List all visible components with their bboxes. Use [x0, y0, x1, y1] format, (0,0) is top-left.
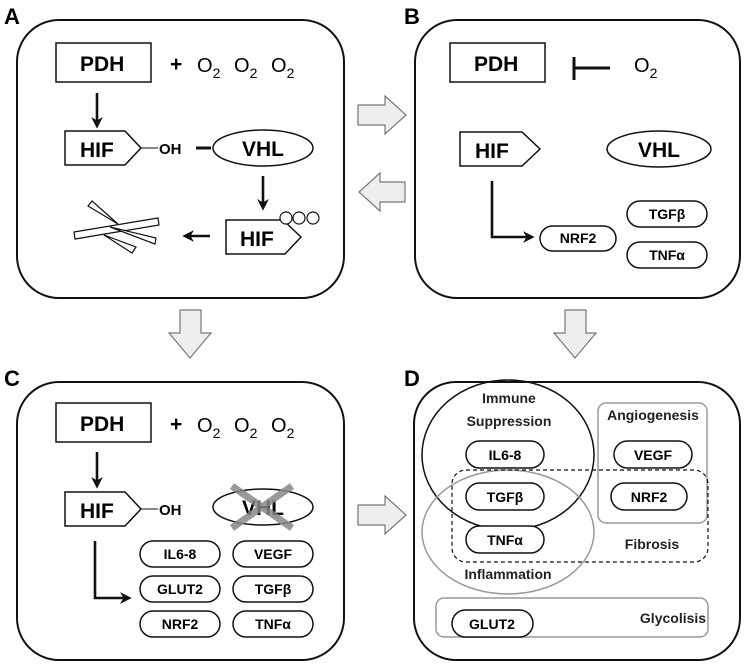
panel-label-b: B [404, 4, 420, 29]
gene-pill-il6-8: IL6-8 [465, 440, 545, 469]
gene-pill-vegf: VEGF [613, 440, 693, 469]
gene-pill: TNFα [626, 241, 708, 269]
svg-text:O2: O2 [271, 55, 295, 81]
panel-d: D Immune Suppression Angiogenesis Fibros… [404, 366, 741, 661]
ubiquitin-circles-icon [279, 211, 320, 225]
degradation-fragments-icon [73, 200, 160, 254]
transition-arrow-right-icon [357, 94, 407, 136]
transition-arrow-right-icon [357, 494, 407, 536]
immune-label: Immune [482, 390, 536, 406]
transcription-arrow-icon [490, 181, 535, 243]
pdh-box [55, 402, 152, 443]
panel-label-c: C [4, 366, 20, 391]
oxygen-molecules: O2 O2 O2 [197, 55, 295, 81]
oxygen-molecule: O2 [634, 55, 658, 81]
vhl-ellipse [606, 130, 712, 168]
angiogenesis-group [597, 402, 708, 524]
oh-label: OH [159, 141, 182, 158]
panel-label-d: D [404, 366, 420, 391]
fibrosis-group [451, 469, 709, 563]
hif-label: HIF [80, 139, 114, 162]
hif-shape [64, 491, 143, 527]
oxygen-molecules: O2 O2 O2 [197, 415, 295, 441]
svg-text:TGFβ: TGFβ [649, 206, 686, 222]
svg-text:TGFβ: TGFβ [487, 489, 524, 505]
svg-text:GLUT2: GLUT2 [469, 616, 515, 632]
transition-arrow-down-icon [167, 309, 213, 359]
svg-text:O2: O2 [234, 415, 258, 441]
transcription-arrow-icon [93, 541, 132, 604]
gene-pill: GLUT2 [139, 575, 221, 603]
cross-out-icon [229, 483, 295, 531]
svg-text:NRF2: NRF2 [560, 230, 597, 246]
hif-shape [64, 130, 143, 166]
hif-shape [459, 131, 542, 167]
gene-pill: TGFβ [626, 200, 708, 228]
svg-text:NRF2: NRF2 [162, 616, 199, 632]
svg-text:O2: O2 [197, 415, 221, 441]
panel-c: C PDH + O2 O2 O2 HIF OH VHL IL6-8 VEGF G… [4, 366, 345, 661]
svg-text:IL6-8: IL6-8 [164, 546, 197, 562]
gene-pill: VEGF [232, 540, 314, 568]
panel-a: A PDH + O2 O2 O2 HIF OH VHL HIF [4, 4, 345, 299]
hif-label: HIF [80, 500, 114, 523]
hif-ub-label: HIF [240, 228, 274, 251]
gene-pill: NRF2 [139, 610, 221, 638]
inhibition-icon [572, 57, 610, 80]
svg-text:TGFβ: TGFβ [255, 581, 292, 597]
gene-pill: NRF2 [539, 225, 617, 252]
transition-arrow-down-icon [552, 309, 598, 359]
gene-pill-tnfa: TNFα [465, 525, 545, 554]
pdh-label: PDH [80, 413, 124, 436]
oh-label: OH [159, 502, 182, 519]
svg-text:NRF2: NRF2 [631, 489, 668, 505]
vhl-ellipse [212, 129, 314, 167]
plus-sign: + [170, 53, 182, 76]
svg-text:O2: O2 [271, 415, 295, 441]
glycolisis-group [435, 597, 709, 638]
panel-b: B PDH O2 HIF VHL NRF2 TGFβ TNFα [404, 4, 741, 299]
svg-text:TNFα: TNFα [649, 247, 685, 263]
pdh-box [55, 42, 152, 83]
plus-sign: + [170, 413, 182, 436]
gene-pill: TGFβ [232, 575, 314, 603]
gene-pill-nrf2: NRF2 [610, 482, 688, 511]
svg-text:TNFα: TNFα [255, 616, 291, 632]
inflammation-label: Inflammation [464, 566, 551, 582]
angiogenesis-label: Angiogenesis [607, 407, 699, 423]
transition-arrow-left-icon [358, 171, 406, 213]
pdh-label: PDH [474, 53, 518, 76]
hif-label: HIF [475, 140, 509, 163]
svg-text:TNFα: TNFα [487, 532, 523, 548]
glycolisis-label: Glycolisis [640, 610, 706, 626]
svg-text:O2: O2 [197, 55, 221, 81]
pdh-label: PDH [80, 53, 124, 76]
gene-pill: IL6-8 [139, 540, 221, 568]
gene-pill-glut2: GLUT2 [451, 609, 534, 638]
vhl-label: VHL [242, 138, 284, 161]
svg-text:VEGF: VEGF [254, 546, 293, 562]
pdh-box [449, 42, 546, 83]
gene-pill-tgfb: TGFβ [465, 482, 545, 511]
panel-label-a: A [4, 4, 20, 29]
svg-text:O2: O2 [234, 55, 258, 81]
svg-text:VEGF: VEGF [634, 447, 673, 463]
fibrosis-label: Fibrosis [625, 536, 680, 552]
vhl-label: VHL [638, 139, 680, 162]
ubiquitinated-hif-shape [225, 219, 303, 255]
svg-text:GLUT2: GLUT2 [157, 581, 203, 597]
suppression-label: Suppression [467, 413, 552, 429]
svg-text:IL6-8: IL6-8 [489, 447, 522, 463]
gene-pill: TNFα [232, 610, 314, 638]
